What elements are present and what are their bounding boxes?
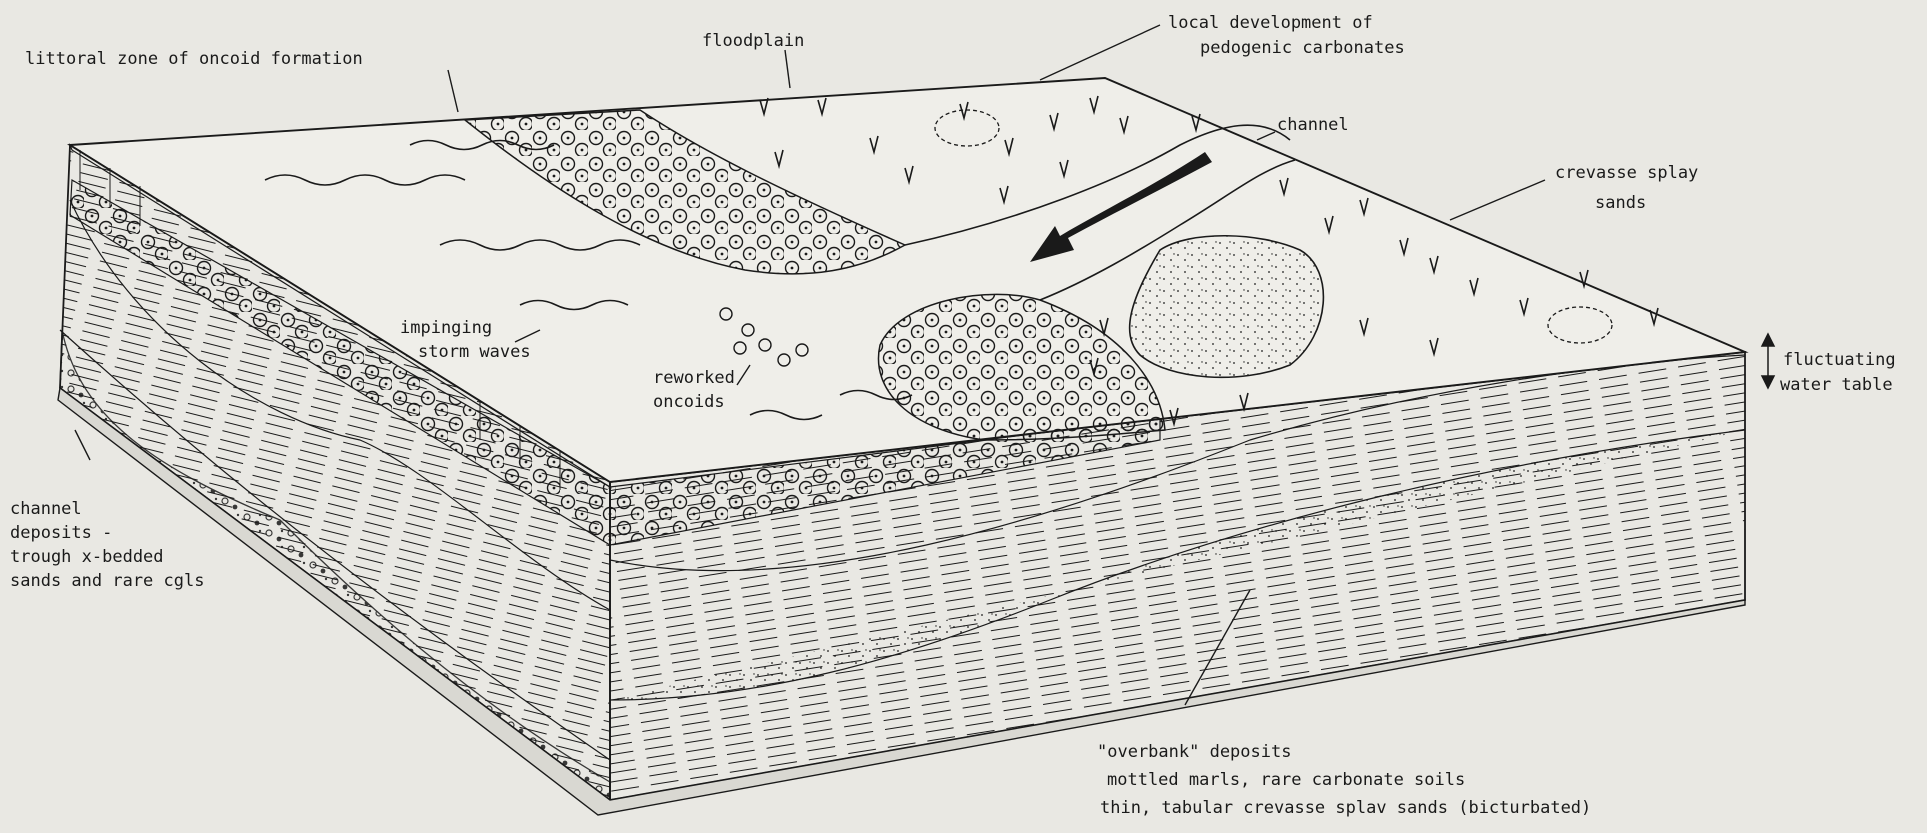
label-impinging-line1: impinging: [400, 317, 492, 339]
label-overbank-line2: mottled marls, rare carbonate soils: [1107, 769, 1465, 791]
label-water-table: water table: [1780, 374, 1893, 396]
label-fluctuating: fluctuating: [1783, 349, 1896, 371]
label-channel-deposits-line1: channel: [10, 498, 82, 520]
label-channel: channel: [1277, 114, 1349, 136]
label-crevasse-line2: sands: [1595, 192, 1646, 214]
label-reworked-line1: reworked: [653, 367, 735, 389]
label-overbank-line3: thin, tabular crevasse splav sands (bict…: [1100, 797, 1591, 819]
label-channel-deposits-line4: sands and rare cgls: [10, 570, 204, 592]
label-reworked-line2: oncoids: [653, 391, 725, 413]
water-table-arrow: [1762, 334, 1774, 388]
crevasse-splay-lobe: [1130, 236, 1324, 378]
label-floodplain: floodplain: [702, 30, 804, 52]
label-channel-deposits-line2: deposits -: [10, 522, 112, 544]
label-impinging-line2: storm waves: [418, 341, 531, 363]
label-channel-deposits-line3: trough x-bedded: [10, 546, 164, 568]
label-crevasse-line1: crevasse splay: [1555, 162, 1698, 184]
label-overbank-line1: "overbank" deposits: [1097, 741, 1291, 763]
label-pedogenic-line1: local development of: [1168, 12, 1373, 34]
label-pedogenic-line2: pedogenic carbonates: [1200, 37, 1405, 59]
label-littoral-zone: littoral zone of oncoid formation: [25, 48, 363, 70]
